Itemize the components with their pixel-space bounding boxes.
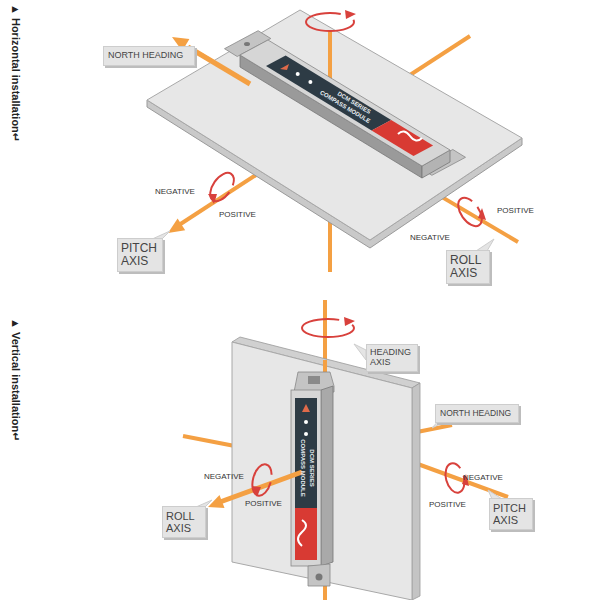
direction-label: POSITIVE [429,501,466,510]
module-text: DCM SERIES [309,449,316,486]
callout-box: NORTH HEADING [435,404,519,423]
direction-label: NEGATIVE [463,474,503,483]
rotation-arrow [249,462,275,498]
axis-callout: ROLL AXIS [446,250,490,284]
module-logo [298,520,306,546]
module-icon [308,80,312,84]
module-logo-area [372,120,434,156]
module-icon [304,432,308,436]
callout-text: ROLL AXIS [166,510,202,534]
callout-pointer [354,344,366,360]
mounting-hole [244,42,250,46]
callout-text: PITCH AXIS [493,502,529,526]
direction-label: POSITIVE [497,207,534,216]
module-side [321,386,333,566]
mounting-tab [308,564,330,586]
callout-text: HEADING AXIS [370,348,414,368]
rotation-arrow [478,208,486,220]
module-logo-area [295,508,317,560]
axis-callout: ROLL AXIS [162,506,206,538]
direction-label: POSITIVE [219,211,256,220]
mounting-slot [308,376,320,384]
axis-line [183,436,240,447]
callout-box: NORTH HEADING [103,46,195,66]
rotation-arrow [208,194,217,204]
module-label [266,56,391,131]
rotation-arrow [453,194,486,231]
section-heading: ▲ Horizontal installation↵ [10,4,22,142]
module-label [295,398,317,508]
callout-text: ROLL AXIS [450,254,486,280]
direction-label: NEGATIVE [155,188,195,197]
axis-callout: HEADING AXIS [366,344,418,372]
callout-text: NORTH HEADING [440,409,514,418]
mounting-wall [232,342,412,600]
module-icon [280,64,289,70]
module-icon [296,72,300,76]
mounting-plate [147,10,522,240]
module-text: COMPASS MODULE [300,439,307,497]
module-logo [398,131,422,140]
module-icon [304,420,308,424]
module-icon [302,404,310,412]
axis-callout: PITCH AXIS [117,238,163,272]
wall-edge [412,383,420,600]
rotation-arrow [345,10,356,19]
callout-text: NORTH HEADING [108,51,190,61]
compass-module [240,40,450,166]
rotation-arrow [252,486,261,497]
arrow-head [168,218,185,233]
direction-label: POSITIVE [245,500,282,509]
compass-module [291,390,321,566]
mounting-hole [316,574,323,581]
rotation-arrow [344,317,355,326]
axis-callout: PITCH AXIS [489,498,533,530]
callout-text: PITCH AXIS [121,242,159,268]
direction-label: NEGATIVE [204,473,244,482]
section-heading: ▲ Vertical installation↵ [10,318,22,441]
rotation-arrow [205,169,238,206]
direction-label: NEGATIVE [410,234,450,243]
